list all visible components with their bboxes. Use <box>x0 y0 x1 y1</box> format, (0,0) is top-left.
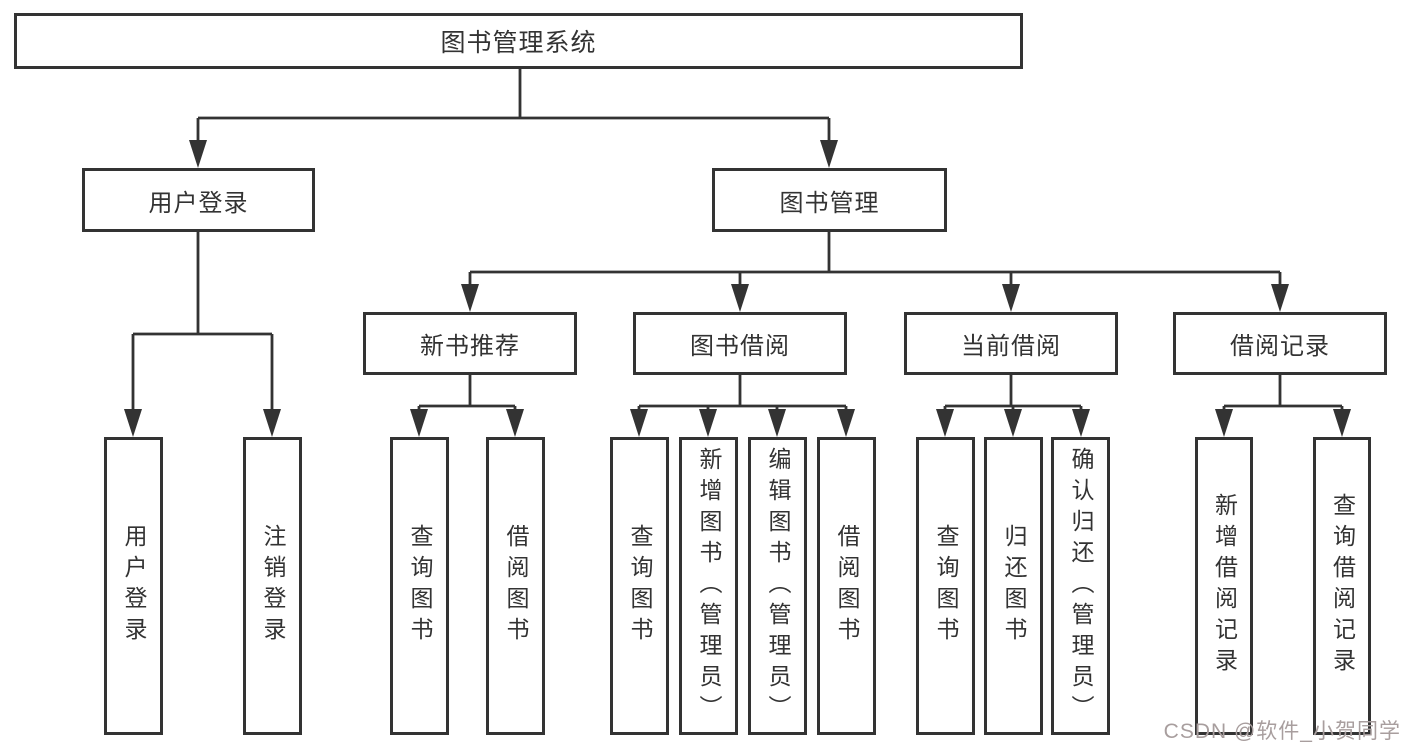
leaf-query-borrow-record: 查询借阅记录 <box>1313 437 1371 735</box>
arrowhead <box>461 284 479 312</box>
leaf-add-borrow-record: 新增借阅记录 <box>1195 437 1253 735</box>
arrowhead <box>820 140 838 168</box>
leaf-add-books-admin: 新增图书（管理员） <box>679 437 738 735</box>
node-book-management: 图书管理 <box>712 168 947 232</box>
leaf-query-books-recommend: 查询图书 <box>390 437 449 735</box>
leaf-query-books-borrow: 查询图书 <box>610 437 669 735</box>
node-user-login: 用户登录 <box>82 168 315 232</box>
arrowhead <box>630 409 648 437</box>
leaf-borrow-books-recommend: 借阅图书 <box>486 437 545 735</box>
node-new-book-recommend: 新书推荐 <box>363 312 577 375</box>
arrowhead <box>506 409 524 437</box>
arrowhead <box>731 284 749 312</box>
arrowhead <box>1002 284 1020 312</box>
leaf-logout-login: 注销登录 <box>243 437 302 735</box>
leaf-return-books: 归还图书 <box>984 437 1043 735</box>
arrowhead <box>189 140 207 168</box>
leaf-user-login: 用户登录 <box>104 437 163 735</box>
arrowhead <box>263 409 281 437</box>
arrowhead <box>1271 284 1289 312</box>
leaf-confirm-return-admin: 确认归还（管理员） <box>1051 437 1110 735</box>
arrowhead <box>699 409 717 437</box>
leaf-edit-books-admin: 编辑图书（管理员） <box>748 437 807 735</box>
arrowhead <box>410 409 428 437</box>
arrowhead <box>124 409 142 437</box>
arrowhead <box>837 409 855 437</box>
leaf-borrow-books: 借阅图书 <box>817 437 876 735</box>
arrowhead <box>1072 409 1090 437</box>
node-book-borrow: 图书借阅 <box>633 312 847 375</box>
arrowhead <box>1333 409 1351 437</box>
arrowhead <box>936 409 954 437</box>
node-current-borrow: 当前借阅 <box>904 312 1118 375</box>
node-borrow-record: 借阅记录 <box>1173 312 1387 375</box>
node-root: 图书管理系统 <box>14 13 1023 69</box>
arrowhead <box>1215 409 1233 437</box>
arrowhead <box>768 409 786 437</box>
arrowhead <box>1004 409 1022 437</box>
leaf-query-books-current: 查询图书 <box>916 437 975 735</box>
